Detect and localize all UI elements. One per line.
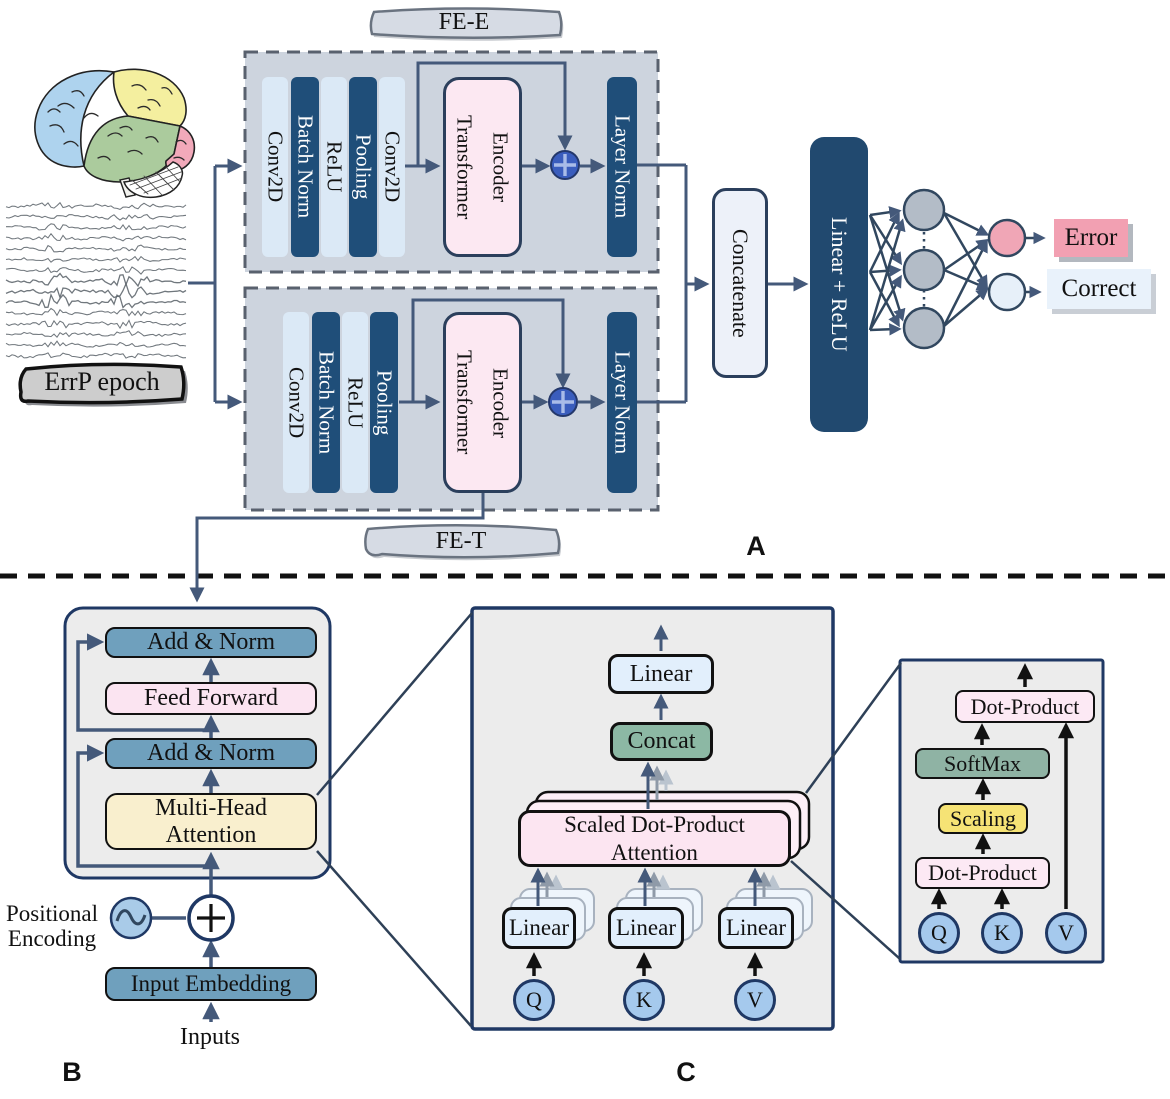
fe-t-layer-norm: Layer Norm: [607, 312, 637, 493]
eeg-trace: [5, 292, 187, 309]
fe-e-relu: ReLU: [321, 77, 347, 257]
mha-v-circle: V: [734, 979, 776, 1021]
positional-encoding-label: Positional Encoding: [5, 900, 98, 951]
brain-temporal-lobe: [83, 115, 181, 183]
plus-icon: [197, 904, 225, 932]
panel-b-nodes: [109, 894, 235, 942]
fe-t-sum-plus-icon: [552, 391, 574, 413]
fe-e-banner: [369, 7, 563, 40]
fe-t-banner: [364, 524, 561, 559]
banners: [18, 7, 564, 561]
fe-e-banner-label: FE-E: [438, 8, 490, 35]
classifier-network: [868, 188, 1046, 350]
panel-a-connectors: [188, 61, 809, 603]
fe-e-conv2d-2: Conv2D: [379, 77, 405, 257]
cerebellum-hatching: [129, 166, 183, 196]
panel-c-connectors: [525, 624, 781, 976]
eeg-trace: [5, 340, 187, 348]
sum-nodes: [548, 150, 580, 417]
detail-link-lines: [316, 612, 903, 1027]
eeg-trace: [5, 281, 187, 300]
panel-c-label: C: [676, 1056, 696, 1087]
multi-head-attention-box: Multi-Head Attention: [105, 793, 317, 850]
dot-product-top-box: Dot-Product: [955, 690, 1095, 723]
inputs-label: Inputs: [180, 1023, 240, 1050]
hidden-node-1: [902, 188, 946, 232]
mha-output-linear: Linear: [608, 654, 714, 694]
eeg-trace: [5, 266, 187, 275]
sdpa-v-circle: V: [1045, 912, 1087, 954]
eeg-trace: [5, 330, 187, 339]
panel-a-label: A: [746, 530, 766, 561]
eeg-trace: [5, 255, 187, 263]
linear-relu-box: Linear + ReLU: [810, 137, 868, 432]
add-and-norm-top: Add & Norm: [105, 627, 317, 658]
linear-head-q: Linear: [502, 907, 576, 949]
input-embedding-box: Input Embedding: [105, 967, 317, 1001]
fe-t-pooling: Pooling: [370, 312, 398, 493]
eeg-trace: [5, 307, 187, 317]
add-and-norm-bottom: Add & Norm: [105, 738, 317, 769]
sdpa-q-circle: Q: [918, 912, 960, 954]
fe-t-banner-label: FE-T: [435, 527, 487, 554]
linear-head-v: Linear: [718, 907, 794, 949]
softmax-box: SoftMax: [915, 748, 1050, 779]
residual-skip-1: [76, 744, 211, 868]
correct-output-node: [987, 272, 1027, 312]
eeg-traces: [5, 201, 187, 359]
fe-e-transformer-encoder: Transformer Encoder: [443, 77, 522, 257]
panel-d-connectors: [930, 663, 1075, 909]
fe-e-conv2d-1: Conv2D: [262, 77, 288, 257]
feed-forward-box: Feed Forward: [105, 682, 317, 715]
scaling-box: Scaling: [938, 803, 1028, 834]
eeg-trace: [5, 214, 187, 221]
mha-q-circle: Q: [513, 979, 555, 1021]
eeg-trace: [5, 201, 187, 210]
brain-parietal-lobe: [112, 68, 187, 127]
eeg-trace: [5, 232, 187, 242]
eeg-trace: [5, 272, 187, 288]
brain-illustration: [34, 68, 196, 199]
fe-e-layer-norm: Layer Norm: [607, 77, 637, 257]
eeg-trace: [5, 319, 187, 330]
sine-wave-icon: [115, 909, 147, 926]
hidden-node-3: [902, 306, 946, 350]
errp-epoch-label: ErrP epoch: [44, 367, 160, 396]
residual-skip-2: [76, 633, 211, 732]
sdpa-k-circle: K: [981, 912, 1023, 954]
concatenate-box: Concatenate: [712, 188, 768, 378]
error-label: Error: [1054, 219, 1128, 257]
fe-e-pooling: Pooling: [349, 77, 377, 257]
scaled-dot-product-attention-box: Scaled Dot-Product Attention: [518, 810, 791, 867]
fe-t-to-panel-b-connector: [189, 493, 485, 603]
eeg-trace: [5, 223, 187, 231]
fe-t-conv2d: Conv2D: [283, 312, 309, 493]
panel-b-connectors: [76, 633, 220, 1022]
fe-t-relu: ReLU: [342, 312, 368, 493]
correct-label: Correct: [1047, 269, 1151, 309]
brain-occipital-lobe: [165, 124, 196, 172]
mha-k-circle: K: [623, 979, 665, 1021]
eeg-trace: [5, 352, 187, 359]
hidden-node-2: [902, 248, 946, 292]
panel-b-label: B: [62, 1056, 82, 1087]
brain-frontal-lobe: [34, 70, 116, 168]
mha-concat-box: Concat: [610, 722, 713, 761]
eeg-trace: [5, 244, 187, 253]
error-output-node: [987, 218, 1027, 258]
fe-t-transformer-encoder: Transformer Encoder: [443, 312, 522, 493]
fe-e-sum-plus-icon: [554, 154, 576, 176]
dot-product-bottom-box: Dot-Product: [915, 857, 1050, 889]
fe-e-batch-norm: Batch Norm: [291, 77, 319, 257]
brain-sulci: [47, 84, 187, 161]
errp-banner: [18, 362, 186, 405]
linear-head-k: Linear: [608, 907, 684, 949]
fe-t-batch-norm: Batch Norm: [312, 312, 340, 493]
